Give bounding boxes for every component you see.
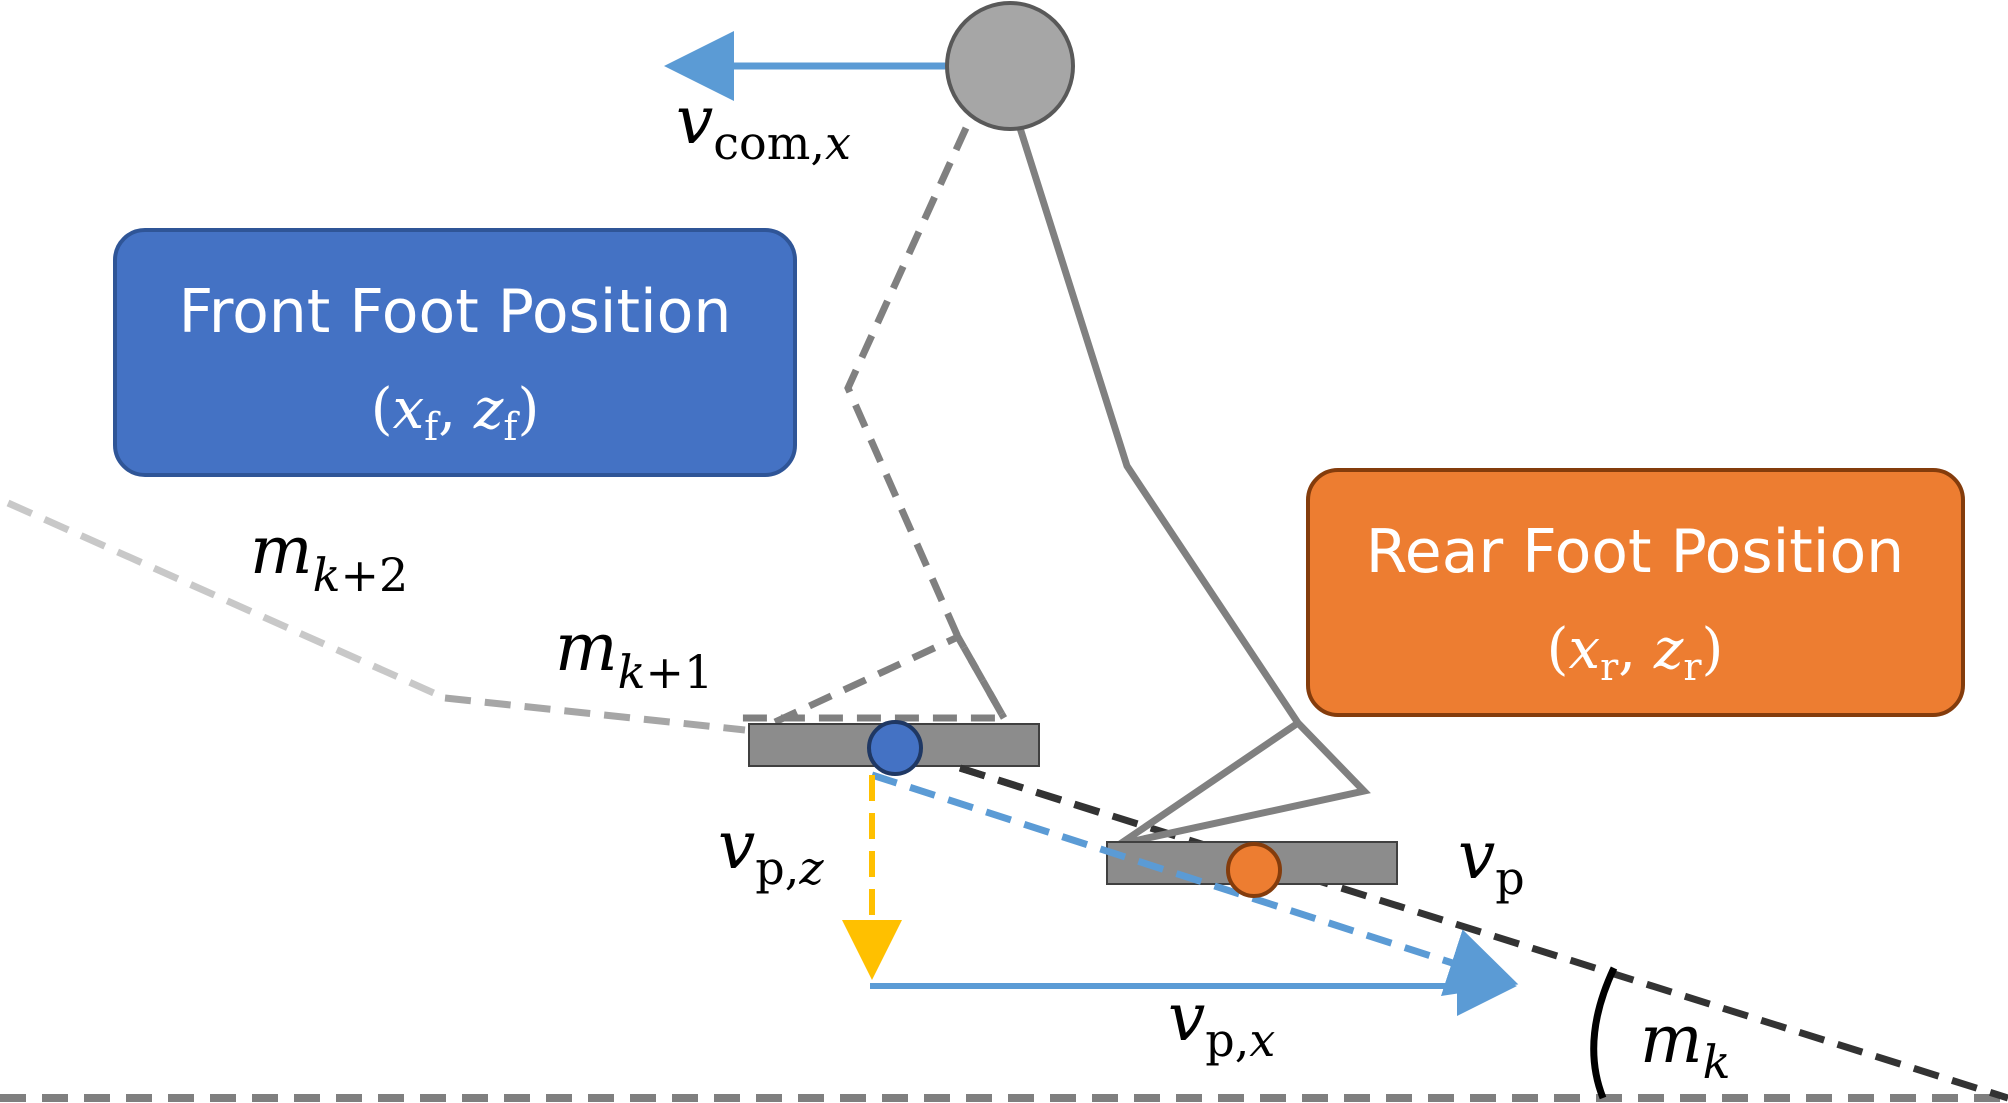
front-foot-position-box: Front Foot Position (xf, zf) — [113, 228, 797, 477]
front-leg — [844, 126, 1008, 720]
front-foot-box-bg — [113, 228, 797, 477]
center-of-mass-ball — [945, 1, 1075, 131]
rear-foot-dot — [1226, 842, 1282, 898]
label-m-k-plus-1: mk+1 — [555, 609, 713, 699]
rear-leg — [1016, 126, 1371, 848]
slope-segment-k — [958, 764, 2008, 1102]
front-foot-dot — [867, 720, 923, 776]
slope-angle-arc — [1590, 966, 1618, 1100]
label-m-k-plus-2: mk+2 — [250, 512, 408, 602]
label-m-k: mk — [1640, 1001, 1730, 1089]
rear-foot-box-bg — [1306, 468, 1965, 717]
rear-foot-position-box: Rear Foot Position (xr, zr) — [1306, 468, 1965, 717]
rear-foot-box-title: Rear Foot Position — [1366, 517, 1904, 587]
label-v-com-x: vcom,x — [676, 82, 851, 170]
label-v-p-z: vp,z — [718, 807, 824, 895]
rear-foot-box-coord: (xr, zr) — [1547, 617, 1724, 689]
slope-segment-k-plus-1 — [444, 694, 746, 734]
front-foot-box-title: Front Foot Position — [179, 277, 732, 347]
slope-segment-k-overlay — [958, 764, 1109, 819]
velocity-p-line — [870, 771, 1519, 997]
label-v-p-x: vp,x — [1168, 979, 1275, 1067]
front-foot-triangle — [740, 632, 1011, 726]
front-foot-box-coord: (xf, zf) — [371, 377, 540, 449]
label-v-p: vp — [1458, 817, 1525, 905]
